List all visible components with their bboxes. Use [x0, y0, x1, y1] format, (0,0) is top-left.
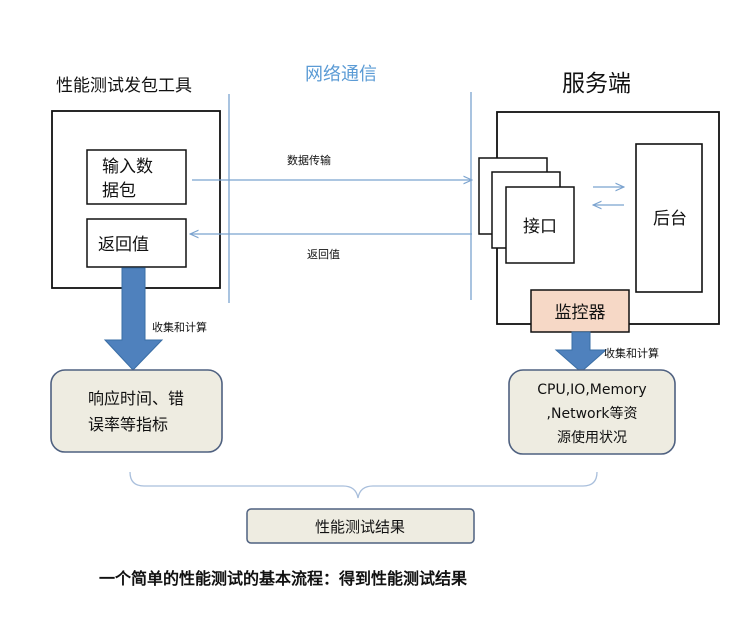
- interface-box: [505, 186, 575, 264]
- input-data-packet-label-line1: 输入数: [102, 157, 153, 177]
- network-title: 网络通信: [305, 64, 377, 85]
- backend-box: [635, 143, 703, 293]
- server-collect-arrow: [554, 331, 608, 373]
- send-label: 数据传输: [287, 153, 331, 167]
- input-data-packet-box: [86, 149, 187, 205]
- client-title: 性能测试发包工具: [56, 76, 192, 96]
- return-value-label: 返回值: [98, 235, 149, 255]
- resources-label-line1: CPU,IO,Memory: [537, 382, 646, 398]
- metrics-label-line2: 误率等指标: [88, 415, 168, 434]
- result-box: [246, 508, 475, 544]
- diagram-caption: 一个简单的性能测试的基本流程：得到性能测试结果: [99, 569, 467, 588]
- interface-label: 接口: [523, 217, 557, 237]
- monitor-label: 监控器: [555, 303, 606, 323]
- server-collect-label: 收集和计算: [604, 346, 659, 360]
- return-value-box: [86, 218, 187, 268]
- resources-box: [508, 369, 676, 455]
- result-label: 性能测试结果: [315, 518, 405, 536]
- resources-label-line3: 源使用状况: [557, 429, 627, 446]
- return-label: 返回值: [307, 248, 340, 261]
- backend-label: 后台: [653, 209, 687, 229]
- input-data-packet-label-line2: 据包: [102, 181, 136, 201]
- result-brace: [129, 471, 598, 499]
- client-collect-arrow: [103, 267, 164, 371]
- client-collect-label: 收集和计算: [152, 320, 207, 334]
- resources-label-line2: ,Network等资: [547, 405, 638, 422]
- server-title: 服务端: [562, 71, 631, 97]
- metrics-label-line1: 响应时间、错: [88, 389, 184, 408]
- metrics-box: [50, 369, 223, 453]
